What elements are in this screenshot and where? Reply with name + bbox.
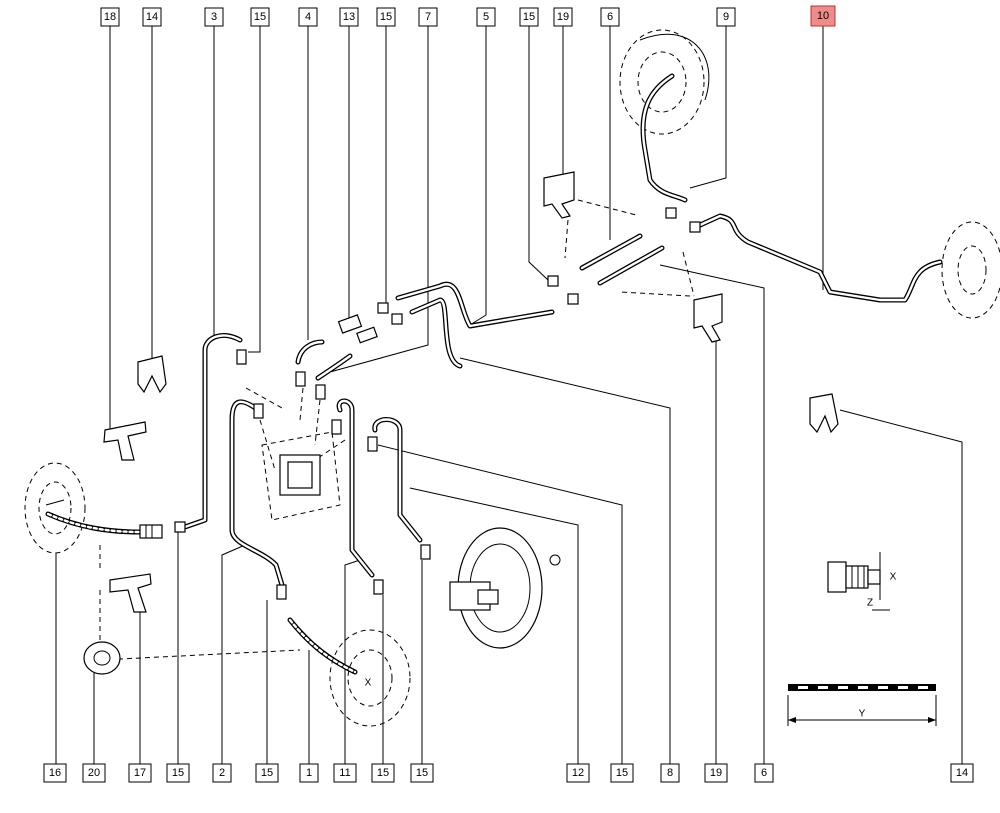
callout-5[interactable]: 5	[476, 7, 496, 27]
callout-3[interactable]: 3	[204, 7, 224, 27]
svg-text:14: 14	[956, 767, 968, 779]
brake-servo	[449, 527, 561, 649]
bracket-19-top	[543, 171, 575, 219]
callout-12[interactable]: 12	[566, 763, 590, 783]
callouts-top: 18 14 3 15 4 13 15 7 5 15 19 6 9 10	[100, 5, 836, 27]
callout-16[interactable]: 16	[43, 763, 67, 783]
svg-text:7: 7	[425, 11, 431, 23]
dimension-label-z: Z	[867, 598, 873, 609]
callout-15[interactable]: 15	[255, 763, 279, 783]
callout-19[interactable]: 19	[553, 7, 573, 27]
svg-text:3: 3	[211, 11, 217, 23]
svg-text:12: 12	[572, 767, 584, 779]
svg-text:15: 15	[377, 767, 389, 779]
svg-text:2: 2	[219, 767, 225, 779]
nut-20	[83, 641, 121, 675]
assembly-dashed-lines	[99, 199, 695, 661]
svg-text:19: 19	[557, 11, 569, 23]
svg-text:15: 15	[172, 767, 184, 779]
far-right-wheel	[941, 221, 1000, 319]
callout-15[interactable]: 15	[250, 7, 270, 27]
svg-text:6: 6	[607, 11, 613, 23]
svg-text:8: 8	[667, 767, 673, 779]
bracket-18	[103, 421, 147, 461]
svg-text:5: 5	[483, 11, 489, 23]
rigid-pipes	[179, 73, 943, 588]
callout-1[interactable]: 1	[299, 763, 319, 783]
svg-text:14: 14	[146, 11, 158, 23]
callout-11[interactable]: 11	[333, 763, 357, 783]
svg-text:4: 4	[305, 11, 311, 23]
svg-text:1: 1	[306, 767, 312, 779]
svg-text:6: 6	[761, 767, 767, 779]
svg-text:15: 15	[254, 11, 266, 23]
svg-text:11: 11	[339, 767, 350, 779]
top-right-wheel	[619, 29, 710, 135]
svg-text:20: 20	[88, 767, 100, 779]
dimension-label-x: X	[890, 572, 897, 583]
svg-text:15: 15	[261, 767, 273, 779]
unions-6	[579, 233, 665, 286]
svg-text:16: 16	[49, 767, 61, 779]
callout-15[interactable]: 15	[410, 763, 434, 783]
callout-6[interactable]: 6	[754, 763, 774, 783]
callout-13[interactable]: 13	[339, 7, 359, 27]
callout-15[interactable]: 15	[519, 7, 539, 27]
svg-text:15: 15	[380, 11, 392, 23]
fittings	[174, 207, 701, 600]
svg-text:18: 18	[104, 11, 116, 23]
left-wheel-drum	[24, 462, 86, 554]
dimension-label-wheel-x: X	[365, 678, 372, 689]
dimension-label-y: Y	[859, 709, 866, 720]
svg-text:9: 9	[723, 11, 729, 23]
clip-14-left	[137, 355, 167, 394]
svg-text:17: 17	[134, 767, 146, 779]
callout-8[interactable]: 8	[660, 763, 680, 783]
clip-14-right	[809, 393, 839, 434]
callout-17[interactable]: 17	[128, 763, 152, 783]
callout-10-highlighted[interactable]: 10	[810, 5, 836, 27]
callout-19[interactable]: 19	[704, 763, 728, 783]
bracket-19-bottom	[693, 293, 723, 343]
flexible-hose-left	[45, 511, 163, 539]
callout-15[interactable]: 15	[371, 763, 395, 783]
svg-text:19: 19	[710, 767, 722, 779]
callout-20[interactable]: 20	[82, 763, 106, 783]
callout-4[interactable]: 4	[298, 7, 318, 27]
callout-15[interactable]: 15	[166, 763, 190, 783]
callout-15[interactable]: 15	[376, 7, 396, 27]
rear-left-wheel	[329, 629, 411, 727]
callout-14[interactable]: 14	[142, 7, 162, 27]
bleed-screw-detail	[827, 552, 890, 611]
callouts-bottom: 16 20 17 15 2 15 1 11 15 15 12 15 8 19 6…	[43, 763, 974, 783]
svg-text:15: 15	[616, 767, 628, 779]
scale-bar	[787, 684, 937, 726]
callout-9[interactable]: 9	[716, 7, 736, 27]
svg-text:10: 10	[817, 10, 829, 22]
callout-6[interactable]: 6	[600, 7, 620, 27]
callout-7[interactable]: 7	[418, 7, 438, 27]
callout-18[interactable]: 18	[100, 7, 120, 27]
junction-block	[261, 431, 341, 521]
callout-15[interactable]: 15	[610, 763, 634, 783]
bracket-17	[109, 573, 152, 613]
svg-text:15: 15	[416, 767, 428, 779]
svg-text:15: 15	[523, 11, 535, 23]
svg-text:13: 13	[343, 11, 355, 23]
flexible-hose-rear	[287, 617, 358, 675]
callout-2[interactable]: 2	[212, 763, 232, 783]
callout-14[interactable]: 14	[950, 763, 974, 783]
leader-lines	[55, 26, 963, 764]
